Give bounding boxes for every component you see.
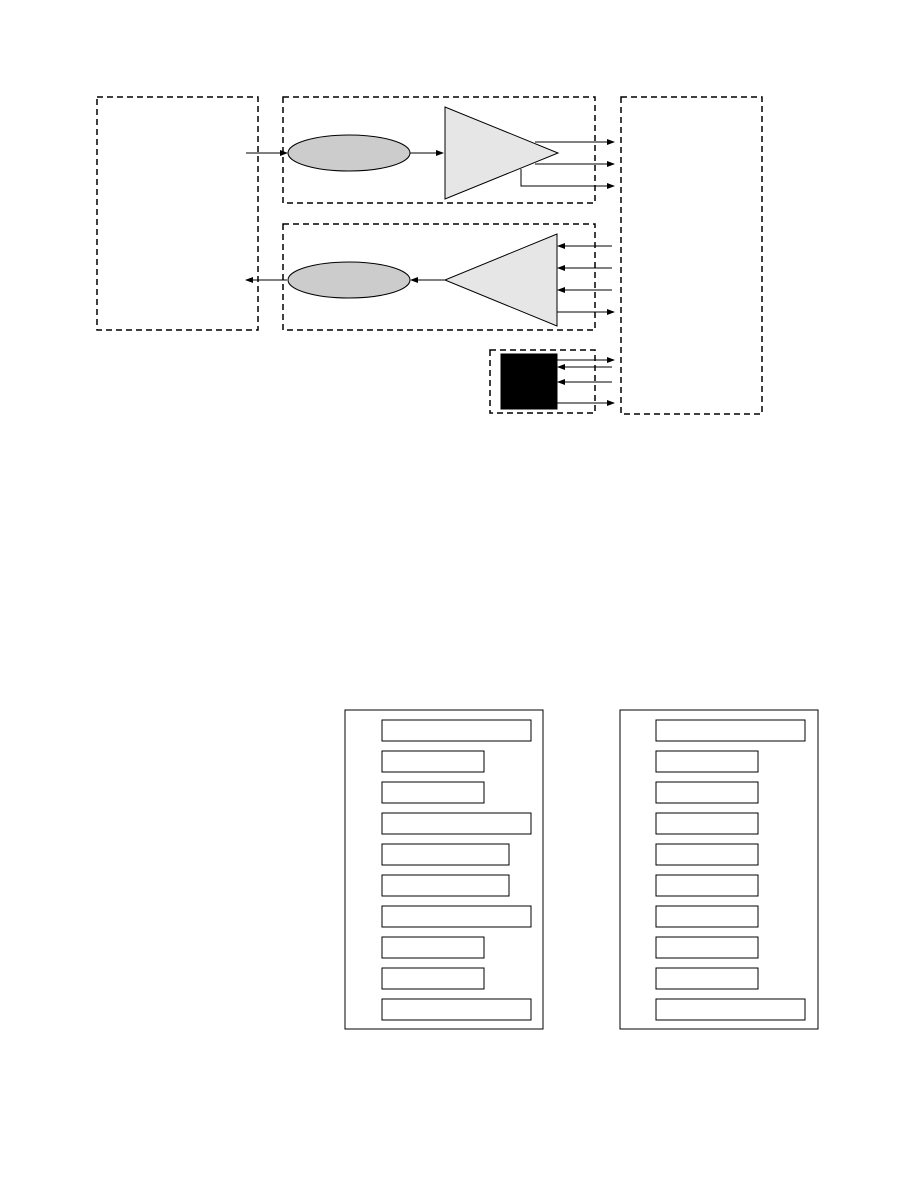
list-slot (381, 781, 485, 804)
list-slot (381, 719, 532, 742)
list-slot (655, 874, 759, 897)
right-block (620, 96, 763, 415)
list-slot (381, 874, 510, 897)
list-slot (655, 781, 759, 804)
list-frame (619, 709, 819, 1030)
left-list (344, 709, 544, 1030)
list-slot (381, 812, 532, 835)
list-slot (381, 843, 510, 866)
list-slot (381, 998, 532, 1021)
left-block (96, 96, 259, 331)
upper-output-arrow-3 (520, 169, 615, 189)
list-slot (655, 843, 759, 866)
list-slot (381, 750, 485, 773)
list-slot (655, 998, 806, 1021)
list-slot (655, 967, 759, 990)
list-slot (381, 967, 485, 990)
black-square (500, 353, 558, 410)
list-slot (655, 750, 759, 773)
list-slot (381, 936, 485, 959)
upper-ellipse (287, 134, 411, 172)
list-slot (655, 905, 759, 928)
lower-path-block (282, 223, 596, 331)
lower-triangle (443, 233, 558, 327)
list-slot (381, 905, 532, 928)
list-frame (344, 709, 544, 1030)
small-block (489, 349, 596, 414)
list-slot (655, 812, 759, 835)
list-slot (655, 719, 806, 742)
right-list (619, 709, 819, 1030)
list-slot (655, 936, 759, 959)
lower-ellipse (287, 261, 411, 299)
upper-triangle (444, 106, 560, 200)
